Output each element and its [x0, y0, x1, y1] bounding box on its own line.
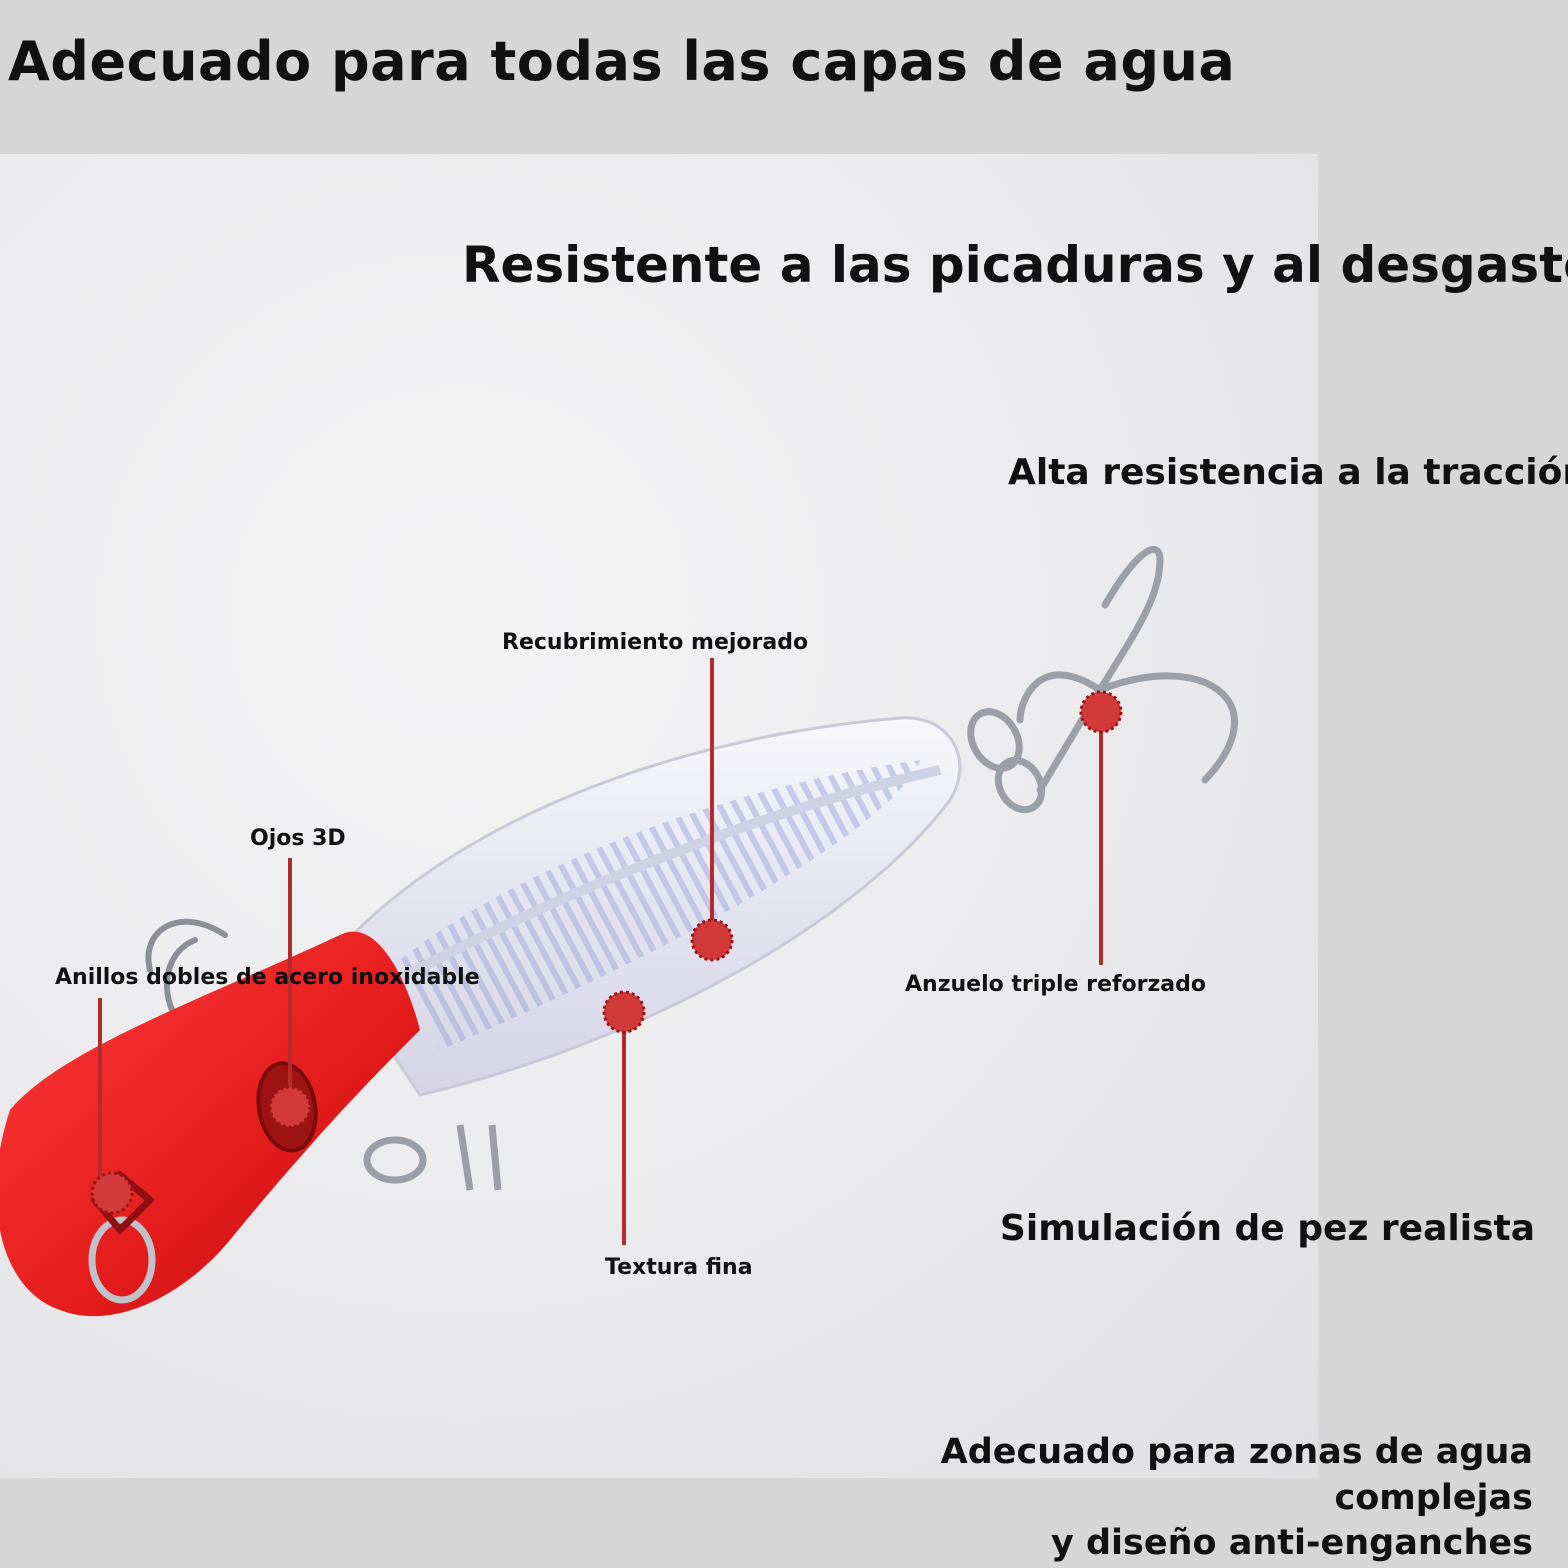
feature-realistic-fish: Simulación de pez realista	[999, 1208, 1535, 1249]
callout-eyes: Ojos 3D	[250, 826, 346, 851]
lure-body-scales	[400, 760, 920, 1050]
marker-eyes	[268, 1085, 312, 1129]
feature-tensile-strength: Alta resistencia a la tracción	[1008, 452, 1568, 493]
headline: Resistente a las picaduras y al desgaste	[462, 236, 1568, 294]
lure-red-head	[0, 932, 420, 1317]
callout-markers	[90, 690, 1123, 1215]
rear-treble-hook-icon	[145, 918, 228, 1013]
feature-complex-water: Adecuado para zonas de agua complejas y …	[753, 1430, 1533, 1567]
callout-leader-lines	[98, 658, 1103, 1245]
marker-texture	[602, 990, 646, 1034]
marker-rings	[90, 1171, 134, 1215]
feature-complex-water-line1: Adecuado para zonas de agua complejas	[940, 1432, 1533, 1518]
marker-hook	[1079, 690, 1123, 734]
callout-rings: Anillos dobles de acero inoxidable	[55, 965, 480, 990]
page-title: Adecuado para todas las capas de agua	[8, 30, 1236, 93]
callout-texture: Textura fina	[605, 1255, 753, 1280]
tail-split-ring-icon	[967, 708, 1046, 814]
callout-hook: Anzuelo triple reforzado	[905, 972, 1206, 997]
belly-split-ring-icon	[363, 1124, 502, 1191]
treble-hook-icon	[1016, 546, 1238, 794]
callout-coating: Recubrimiento mejorado	[502, 630, 809, 655]
feature-complex-water-line2: y diseño anti-enganches	[1050, 1523, 1533, 1563]
marker-coating	[690, 918, 734, 962]
